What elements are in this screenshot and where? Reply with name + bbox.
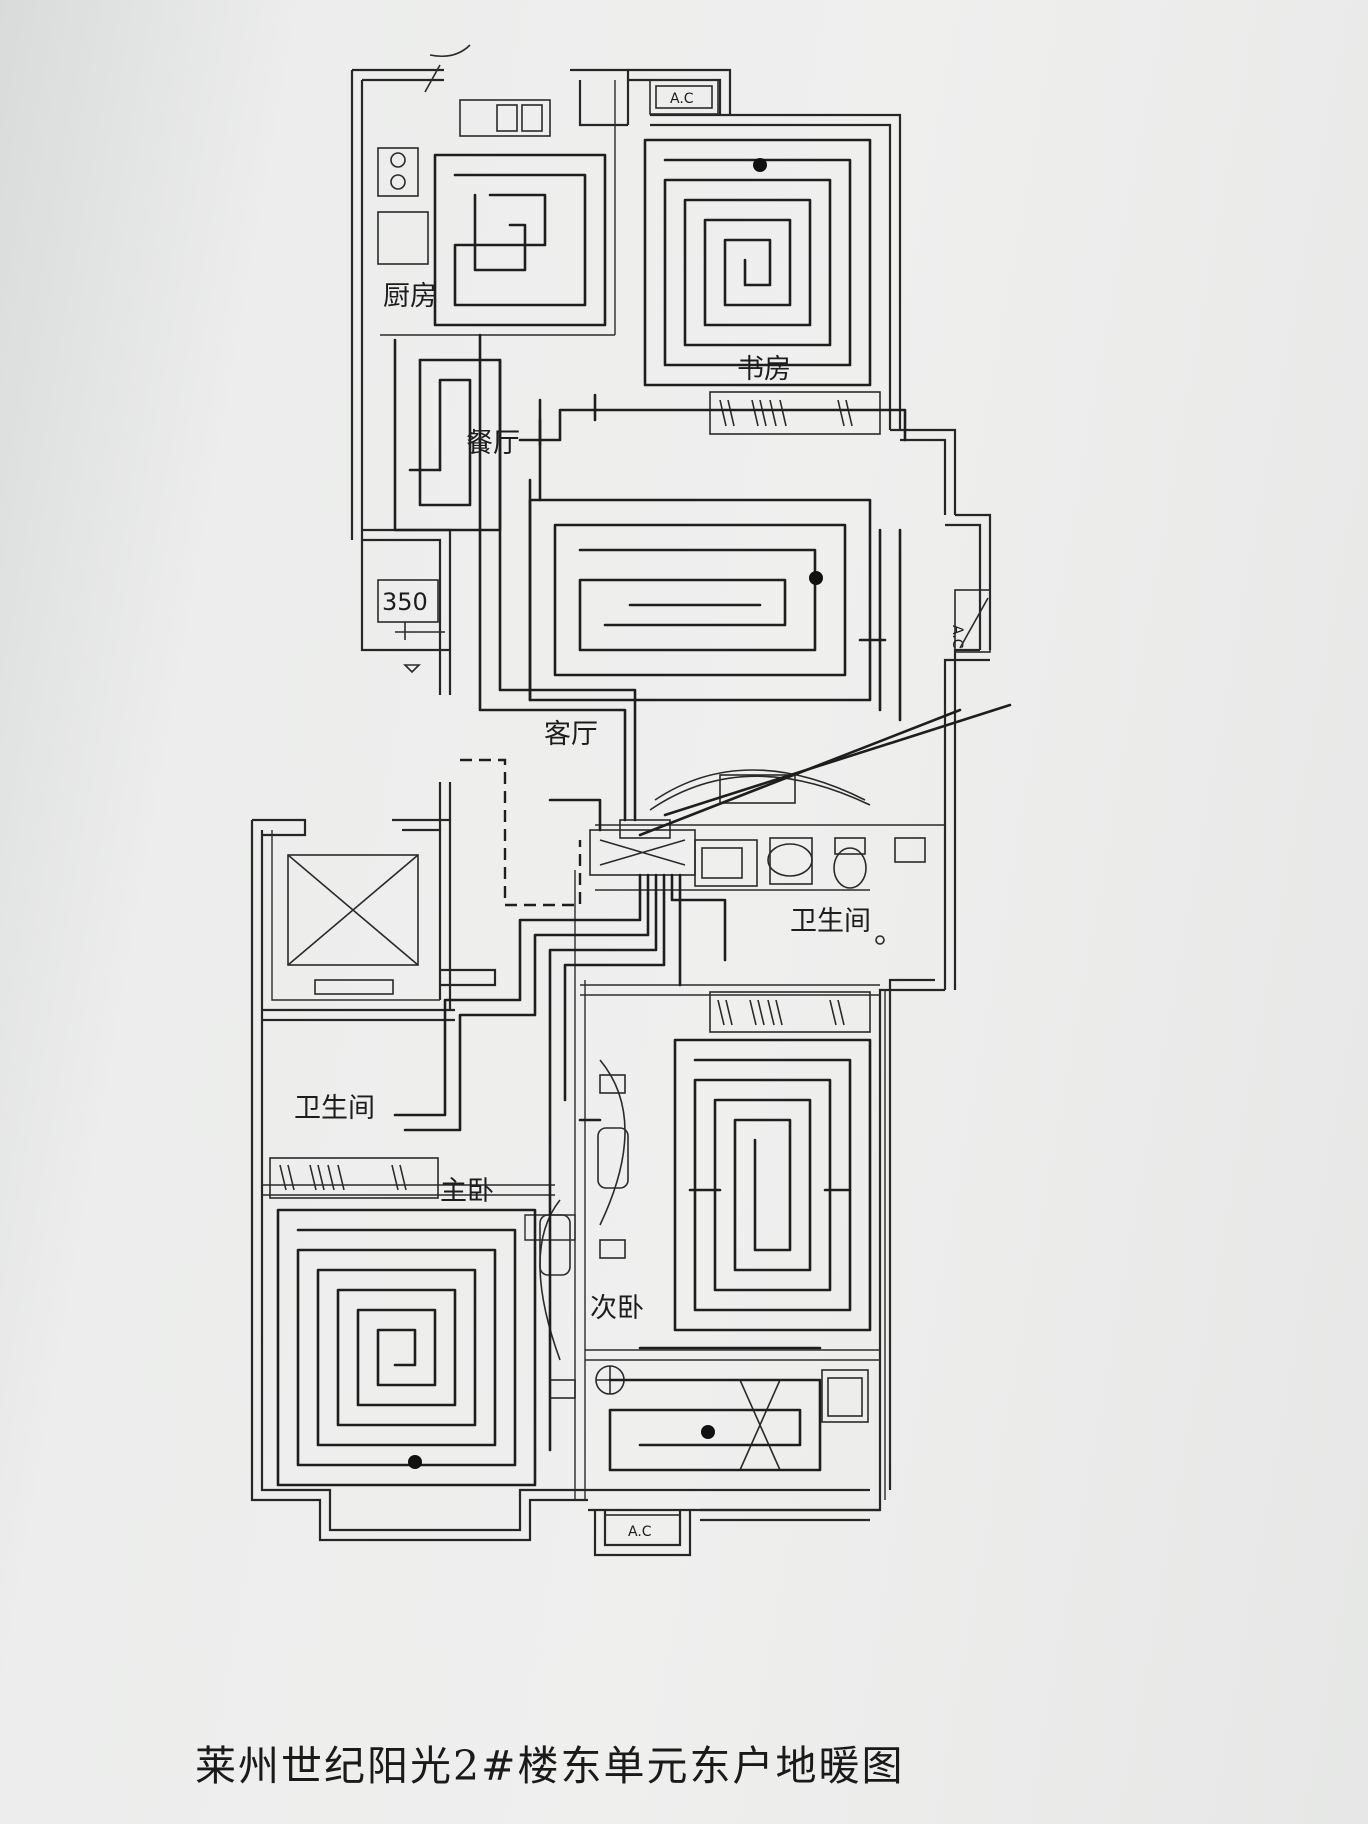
dimension-marker — [377, 579, 445, 674]
dimension-label: 350 — [382, 588, 428, 616]
room-label-second-bedroom: 次卧 — [590, 1293, 644, 1324]
south-ac-unit: A.C — [604, 1514, 681, 1546]
feed-pipes — [460, 333, 1012, 907]
exterior-walls — [250, 68, 992, 1557]
interior-walls — [262, 80, 945, 1500]
study-wardrobe — [709, 391, 881, 435]
living-pipe-coil — [518, 393, 907, 722]
drawing-title: 莱州世纪阳光2#楼东单元东户地暖图 — [195, 1742, 905, 1790]
kitchen-fixtures — [377, 44, 551, 265]
manifold — [589, 819, 696, 876]
master-wardrobe — [269, 1157, 439, 1199]
ac-label-south: A.C — [628, 1524, 652, 1540]
room-label-dining: 餐厅 — [466, 428, 520, 459]
room-label-bath-east: 卫生间 — [790, 906, 871, 937]
ac-label-east: A.C — [949, 625, 965, 649]
ac-label-north: A.C — [670, 91, 694, 107]
north-ac-unit: A.C — [649, 79, 719, 115]
room-label-kitchen: 厨房 — [383, 281, 437, 312]
kitchen-pipe-coil — [433, 153, 607, 327]
second-lower-pipe — [608, 1346, 822, 1472]
tv-cabinet — [649, 769, 871, 811]
room-label-living: 客厅 — [544, 719, 598, 750]
shaft-box — [287, 854, 419, 995]
master-pipe-spiral — [276, 1208, 537, 1487]
east-bathroom-fixtures — [694, 837, 926, 945]
second-pipe-coil — [673, 1038, 872, 1332]
second-bath-fixture — [739, 1369, 869, 1471]
room-label-master-bedroom: 主卧 — [440, 1176, 494, 1207]
second-wardrobe — [709, 991, 871, 1033]
study-pipe-spiral — [643, 138, 872, 387]
room-label-bath-master: 卫生间 — [294, 1093, 375, 1124]
east-ac-unit: A.C — [949, 589, 991, 653]
door-swings — [539, 1059, 629, 1399]
south-feed-pipes — [393, 873, 727, 1452]
room-label-study: 书房 — [737, 354, 791, 385]
